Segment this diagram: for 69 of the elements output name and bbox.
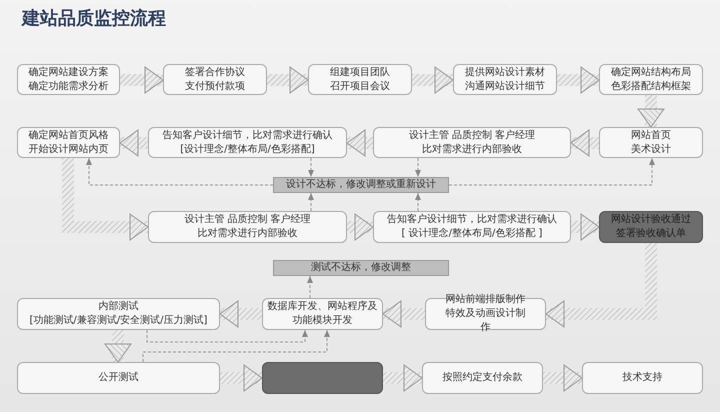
node-text: 网站首页美术设计 (630, 128, 672, 156)
flow-arrow (220, 364, 262, 392)
dashed-arrow (142, 330, 330, 362)
dashed-arrow (86, 158, 274, 186)
node-text: 告知客户设计细节，比对需求进行确认[ 设计理念/整体布局/色彩搭配 ] (386, 213, 558, 241)
process-box (308, 64, 412, 95)
node-text: 提供网站设计素材沟通网站设计细节 (464, 66, 546, 94)
process-box (17, 362, 220, 394)
process-box (582, 362, 703, 394)
milestone-box (599, 211, 703, 243)
milestone-box (262, 362, 383, 394)
dashed-arrow (448, 158, 655, 186)
flow-arrow (638, 95, 664, 128)
node-text: 签署合作协议支付预付款项 (184, 66, 246, 94)
process-box (373, 211, 571, 243)
process-box (262, 298, 383, 330)
node-text: 确定网站建设方案确定功能需求分析 (28, 66, 110, 94)
dashed-arrow (308, 158, 314, 178)
node-text: 网站前端排版制作特效及动画设计制作 (444, 293, 526, 335)
flow-arrow (571, 214, 600, 240)
dashed-arrow (307, 276, 313, 298)
node-text: 技术支持 (622, 371, 664, 385)
dashed-arrow (415, 192, 421, 212)
node-text: 按照约定支付余款 (442, 371, 524, 385)
flow-arrow (120, 130, 148, 156)
flow-arrow (104, 330, 132, 362)
node-text: 告知客户设计细节，比对需求进行确认[设计理念/整体布局/色彩搭配] (162, 128, 334, 156)
process-box (148, 211, 347, 243)
dashed-arrow (146, 330, 308, 342)
node-text: 确定网站首页风格开始设计网站内页 (28, 128, 110, 156)
diagram-title: 建站品质监控流程 (22, 7, 166, 30)
node-text: 测试不达标，修改调整 (310, 261, 412, 275)
flow-arrow (267, 66, 308, 94)
process-box (148, 127, 347, 158)
flow-arrow (347, 214, 374, 240)
process-box (453, 64, 557, 95)
process-box (17, 64, 120, 95)
flow-arrow (62, 158, 148, 240)
process-box (599, 127, 703, 158)
node-text: 内部测试 (98, 300, 140, 314)
node-text: 设计主管 品质控制 客户经理比对需求进行内部验收 (408, 128, 536, 156)
dashed-arrow (308, 192, 314, 212)
flow-arrow (383, 364, 422, 392)
flow-arrow (412, 66, 454, 94)
process-box (422, 362, 543, 394)
flow-arrow (120, 66, 164, 94)
flow-arrow (557, 66, 600, 94)
feedback-bar (273, 177, 449, 193)
node-text: 数据库开发、网站程序及功能模块开发 (266, 300, 378, 328)
process-box (17, 298, 220, 330)
dashed-arrow (415, 158, 421, 178)
node-text: 网站设计验收通过签署验收确认单 (610, 213, 692, 241)
node-text: [功能测试/兼容测试/安全测试/压力测试] (28, 314, 208, 328)
flow-arrow (546, 243, 657, 328)
node-text: 组建项目团队召开项目会议 (329, 66, 391, 94)
process-box (17, 127, 120, 158)
flow-arrow (346, 130, 373, 156)
node-text: 确定网站结构布局色彩搭配结构框架 (610, 66, 692, 94)
flow-arrow (543, 364, 582, 392)
flow-arrow (382, 300, 425, 328)
node-text: 设计主管 品质控制 客户经理比对需求进行内部验收 (183, 213, 312, 241)
feedback-bar (273, 260, 449, 276)
flow-arrow (570, 130, 599, 156)
flow-arrow (220, 300, 262, 328)
process-box (599, 64, 703, 95)
process-box (373, 127, 571, 158)
node-text: 公开测试 (98, 371, 140, 385)
process-box (163, 64, 267, 95)
node-text: 设计不达标，修改调整或重新设计 (285, 178, 437, 192)
